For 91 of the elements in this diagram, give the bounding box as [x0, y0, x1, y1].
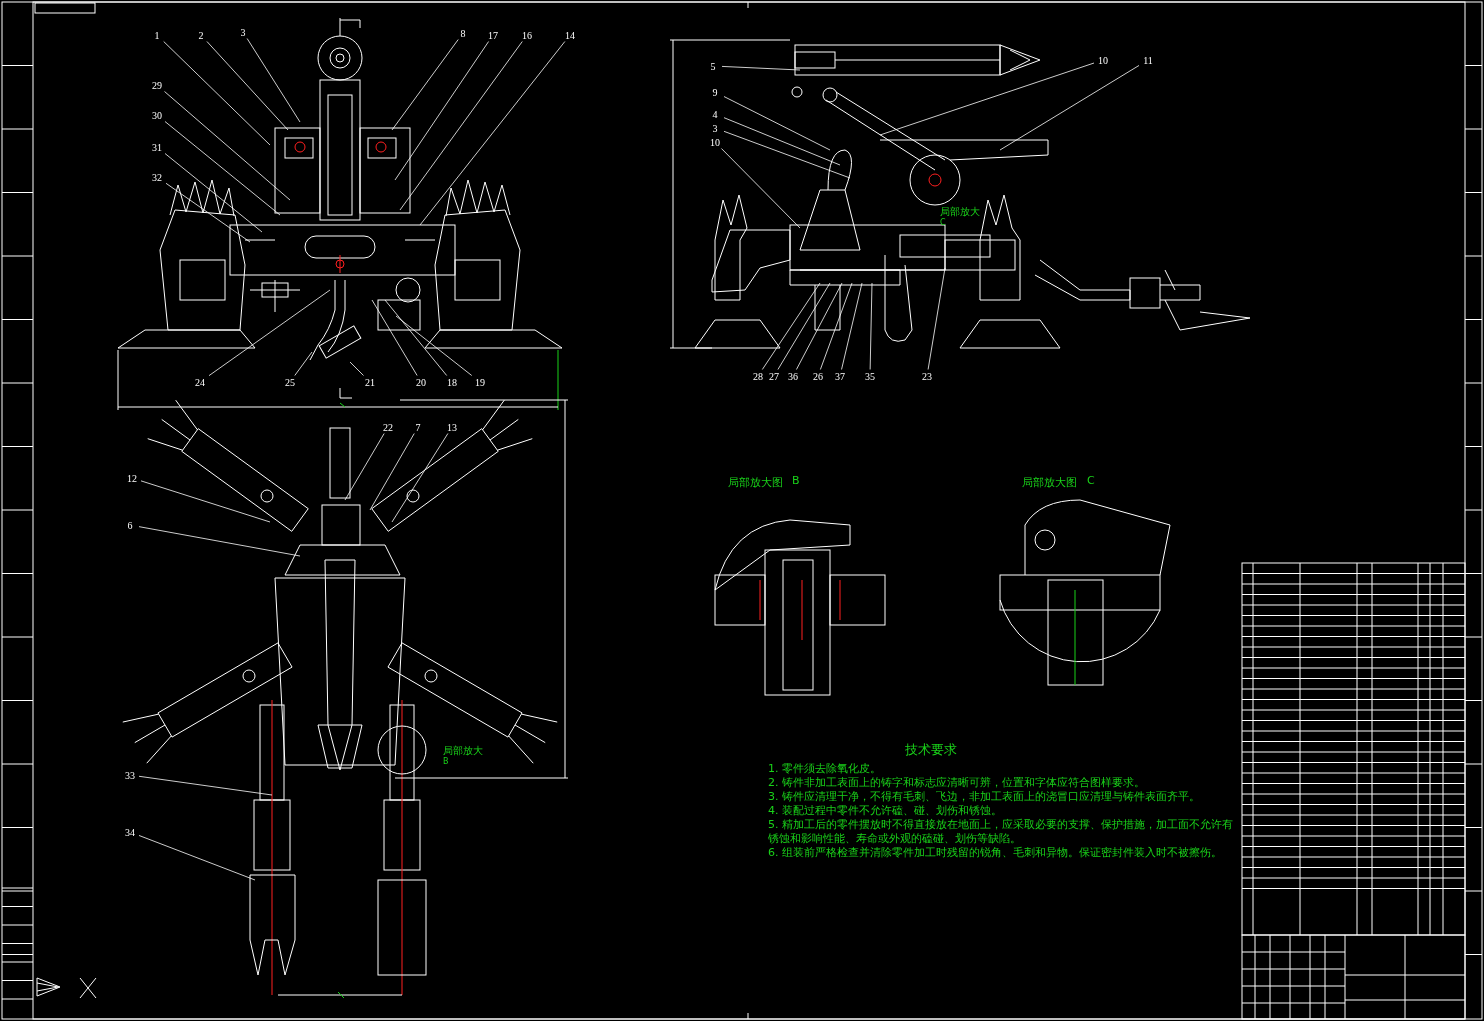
callout-number: 32: [148, 170, 166, 184]
leader-line: [419, 41, 566, 226]
leader-line: [820, 282, 853, 370]
leader-line: [395, 315, 473, 376]
view-label: B: [443, 757, 449, 768]
callout-number: 33: [121, 768, 139, 782]
callout-number: 28: [749, 369, 767, 383]
callout-number: 19: [471, 375, 489, 389]
leader-line: [399, 41, 523, 211]
callout-number: 1: [148, 28, 166, 42]
leader-line: [163, 41, 271, 146]
requirement-text: 1. 零件须去除氧化皮。: [768, 762, 881, 776]
callout-number: 23: [918, 369, 936, 383]
callout-number: 11: [1139, 53, 1157, 67]
view-letter: B: [792, 474, 800, 488]
callout-number: 3: [234, 25, 252, 39]
requirement-text: 3. 铸件应清理干净，不得有毛刺、飞边，非加工表面上的浇冒口应清理与铸件表面齐平。: [768, 790, 1200, 804]
leader-line: [371, 299, 418, 376]
leader-line: [721, 148, 801, 229]
leader-line: [723, 117, 841, 166]
callout-number: 21: [361, 375, 379, 389]
leader-line: [394, 41, 489, 181]
requirement-text: 6. 组装前严格检查并清除零件加工时残留的锐角、毛刺和异物。保证密封件装入时不被擦伤。: [768, 846, 1223, 860]
callout-number: 2: [192, 28, 210, 42]
callout-number: 13: [443, 420, 461, 434]
leader-line: [777, 282, 831, 370]
leader-line: [349, 361, 364, 376]
callout-number: 31: [148, 140, 166, 154]
detail-view-title: 局部放大图: [728, 476, 783, 490]
leader-line: [138, 835, 256, 881]
leader-line: [344, 433, 385, 501]
detail-view-title: 局部放大图: [1022, 476, 1077, 490]
callout-number: 9: [706, 85, 724, 99]
leader-line: [927, 267, 946, 370]
callout-number: 4: [706, 107, 724, 121]
leader-line: [165, 182, 251, 243]
callout-number: 10: [706, 135, 724, 149]
callout-number: 29: [148, 78, 166, 92]
leader-line: [138, 775, 273, 796]
callout-number: 26: [809, 369, 827, 383]
callout-number: 16: [518, 28, 536, 42]
leader-line: [164, 91, 291, 201]
leader-line: [721, 66, 801, 71]
callout-number: 22: [379, 420, 397, 434]
view-label: 局部放大: [940, 206, 980, 218]
callout-number: 6: [121, 518, 139, 532]
callout-number: 3: [706, 121, 724, 135]
leader-line: [138, 526, 301, 557]
requirement-text: 4. 装配过程中零件不允许磕、碰、划伤和锈蚀。: [768, 804, 1002, 818]
callout-number: 37: [831, 369, 849, 383]
leader-line: [999, 65, 1140, 151]
leader-line: [391, 433, 449, 523]
callout-number: 24: [191, 375, 209, 389]
view-label: 局部放大: [443, 745, 483, 757]
leader-line: [294, 351, 313, 376]
callout-number: 5: [704, 59, 722, 73]
leader-line: [208, 289, 331, 377]
callout-number: 12: [123, 471, 141, 485]
leader-line: [879, 62, 1095, 136]
callout-number: 27: [765, 369, 783, 383]
leader-line: [723, 130, 851, 179]
requirement-text: 5. 精加工后的零件摆放时不得直接放在地面上，应采取必要的支撑、保护措施，加工面不允许有锈蚀和影响性能、寿命或外观的磕碰、划伤等缺陷。: [768, 818, 1234, 845]
callout-number: 10: [1094, 53, 1112, 67]
callout-number: 25: [281, 375, 299, 389]
leader-line: [246, 38, 301, 123]
leader-line: [869, 282, 873, 370]
callout-number: 34: [121, 825, 139, 839]
leader-line: [796, 282, 843, 370]
leader-line: [140, 480, 271, 523]
callout-number: 7: [409, 420, 427, 434]
leader-line: [723, 96, 831, 151]
leader-line: [206, 41, 289, 131]
callout-number: 14: [561, 28, 579, 42]
callout-number: 17: [484, 28, 502, 42]
callout-number: 35: [861, 369, 879, 383]
callout-number: 18: [443, 375, 461, 389]
leader-line: [761, 282, 821, 370]
callout-number: 30: [148, 108, 166, 122]
leader-line: [164, 121, 281, 216]
callout-number: 36: [784, 369, 802, 383]
leader-line: [841, 282, 863, 370]
leader-line: [369, 433, 415, 511]
leader-line: [384, 299, 448, 376]
callout-number: 20: [412, 375, 430, 389]
view-label: C: [940, 218, 946, 229]
view-letter: C: [1087, 474, 1095, 488]
heading: 技术要求: [905, 742, 957, 758]
leader-line: [391, 39, 459, 131]
requirement-text: 2. 铸件非加工表面上的铸字和标志应清晰可辨，位置和字体应符合图样要求。: [768, 776, 1145, 790]
leader-line: [164, 153, 263, 233]
callout-number: 8: [454, 26, 472, 40]
